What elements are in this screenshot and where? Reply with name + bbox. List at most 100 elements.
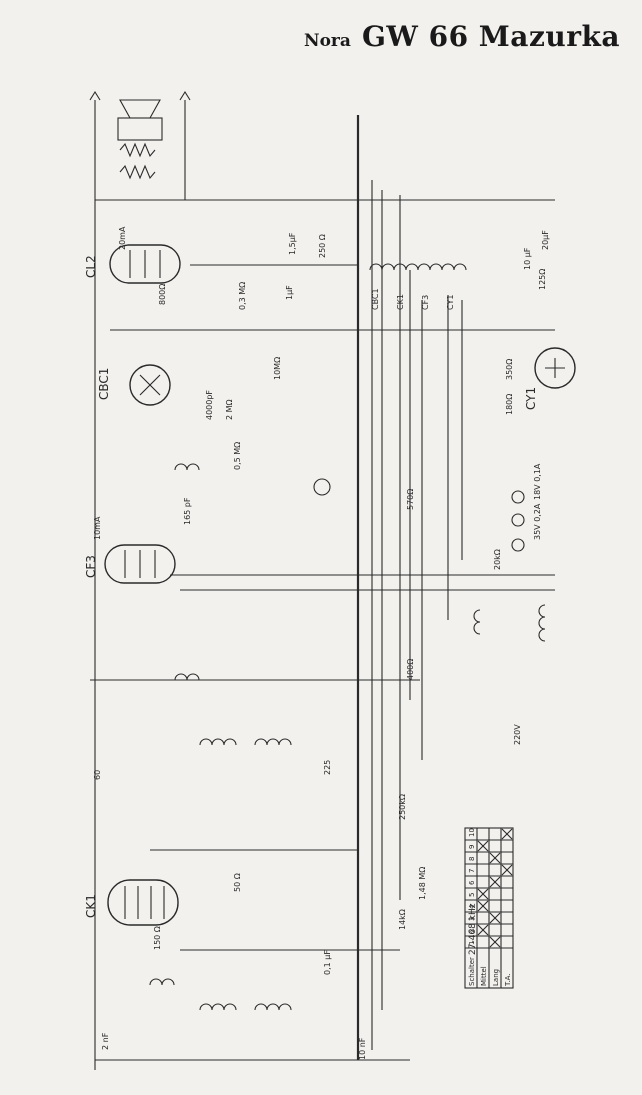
switch-table-col-8: 8 [468, 857, 476, 861]
osc-coil-2 [254, 738, 292, 746]
ant-coil-2 [254, 1003, 292, 1011]
label-2nf: 2 nF [101, 1032, 110, 1050]
tube-ck1-envelope [107, 879, 179, 926]
component-labels: 20mA 10 µF 1,5µF 250 Ω 800Ω 0,3 MΩ 1µF 2… [93, 226, 550, 1060]
label-180: 180Ω [505, 394, 514, 415]
lamp-icon-2 [511, 513, 525, 527]
if-coil-1 [174, 463, 200, 471]
label-250: 250 Ω [318, 234, 327, 258]
switch-table-mark [501, 864, 513, 876]
tube-cl2-envelope [109, 244, 181, 284]
lamp-icon-1 [511, 490, 525, 504]
supply-rails [90, 115, 555, 1070]
label-01uf: 0,1 µF [323, 950, 332, 975]
label-20ko: 20kΩ [493, 549, 502, 570]
label-ind-cbc1: CBC1 [371, 288, 380, 310]
label-165pf: 165 pF [183, 497, 192, 525]
ant-coil-1 [199, 1003, 237, 1011]
title-model: GW 66 Mazurka [361, 20, 620, 53]
tube-cf3-envelope [104, 544, 176, 584]
label-1uf: 1µF [285, 285, 294, 300]
switch-table-header: Schalter [468, 957, 476, 986]
pilot-lamps [313, 478, 525, 552]
label-lamp-18v: 18V 0,1A [533, 463, 542, 500]
switch-table-col-10: 10 [468, 828, 476, 837]
label-400: 400Ω [406, 659, 415, 680]
switch-table-mark [489, 852, 501, 864]
switch-table-mark [477, 924, 489, 936]
label-225: 225 [323, 760, 332, 775]
transformer-winding-2 [119, 164, 156, 180]
lamp-icon-3 [511, 538, 525, 552]
mains-choke [538, 604, 546, 642]
tube-cf3: CF3 [84, 544, 176, 584]
label-50: 50 Ω [233, 873, 242, 892]
label-10ma: 10mA [93, 516, 102, 540]
transformer-winding [119, 142, 156, 158]
label-05mo: 0,5 MΩ [233, 442, 242, 470]
switch-table-mark [477, 900, 489, 912]
tube-ck1-label: CK1 [84, 894, 98, 918]
label-10uf: 10 µF [523, 247, 532, 270]
switch-table-mark [501, 828, 513, 840]
switch-table-row-label: T.A. [504, 973, 512, 987]
tube-cbc1-envelope [129, 364, 171, 406]
switch-table-row-label: Lang [492, 969, 500, 986]
label-ind-cy1: CY1 [446, 295, 455, 310]
switch-table-mark [477, 888, 489, 900]
label-10nf: 10 nF [358, 1037, 367, 1060]
speaker-icon [119, 99, 161, 119]
label-ifreq: 27-468 kHz [468, 903, 478, 955]
label-03mo: 0,3 MΩ [238, 282, 247, 310]
switch-table-col-3: 3 [468, 917, 476, 921]
label-14ko: 14kΩ [398, 909, 407, 930]
tube-ck1: CK1 [84, 879, 179, 926]
label-20ma: 20mA [118, 226, 127, 250]
label-800: 800Ω [158, 284, 167, 305]
schematic-title: Nora GW 66 Mazurka [304, 20, 620, 53]
switch-table-col-4: 4 [468, 904, 476, 909]
switch-table-mark [489, 912, 501, 924]
label-148mo: 1,48 MΩ [418, 867, 427, 900]
switch-table-mark [489, 876, 501, 888]
ant-coil-3 [149, 978, 175, 986]
label-570: 570Ω [406, 489, 415, 510]
ind-coil-top [369, 263, 467, 271]
tube-cf3-label: CF3 [84, 555, 98, 578]
label-15uf: 1,5µF [288, 232, 297, 255]
switch-table-col-1: 1 [468, 941, 476, 945]
tube-cl2: CL2 [84, 244, 181, 284]
label-20uf-top: 20µF [541, 230, 550, 250]
switch-table-col-7: 7 [468, 869, 476, 873]
label-250k: 250kΩ [398, 794, 407, 820]
switch-table-col-2: 2 [468, 929, 476, 933]
switch-table-col-6: 6 [468, 880, 476, 885]
tube-cy1-label: CY1 [524, 387, 538, 410]
label-2mo: 2 MΩ [225, 399, 234, 420]
antenna-icon-1 [89, 90, 101, 101]
osc-coil-1 [199, 738, 237, 746]
speaker-section [89, 90, 191, 200]
label-150: 150 Ω [153, 926, 162, 950]
antenna-icon-2 [179, 90, 191, 101]
tube-cy1-envelope [534, 347, 576, 389]
speaker-frame [117, 117, 163, 141]
switch-table-col-5: 5 [468, 893, 476, 897]
tube-cl2-label: CL2 [84, 255, 98, 278]
label-ind-ck1: CK1 [396, 294, 405, 310]
label-60: 60 [93, 770, 102, 780]
label-125: 125Ω [538, 269, 547, 290]
label-350: 350Ω [505, 359, 514, 380]
switch-table-row-label: Mittel [480, 966, 488, 986]
tube-cbc1: CBC1 [97, 364, 171, 406]
label-4000pf: 4000pF [205, 390, 214, 420]
switch-table-mark [489, 936, 501, 948]
filter-choke [473, 609, 481, 635]
label-ind-cf3: CF3 [421, 295, 430, 310]
tuning-indicator-icon [313, 478, 331, 496]
switch-table-col-9: 9 [468, 845, 476, 849]
coils [149, 263, 546, 1011]
if-coil-2 [174, 673, 200, 681]
